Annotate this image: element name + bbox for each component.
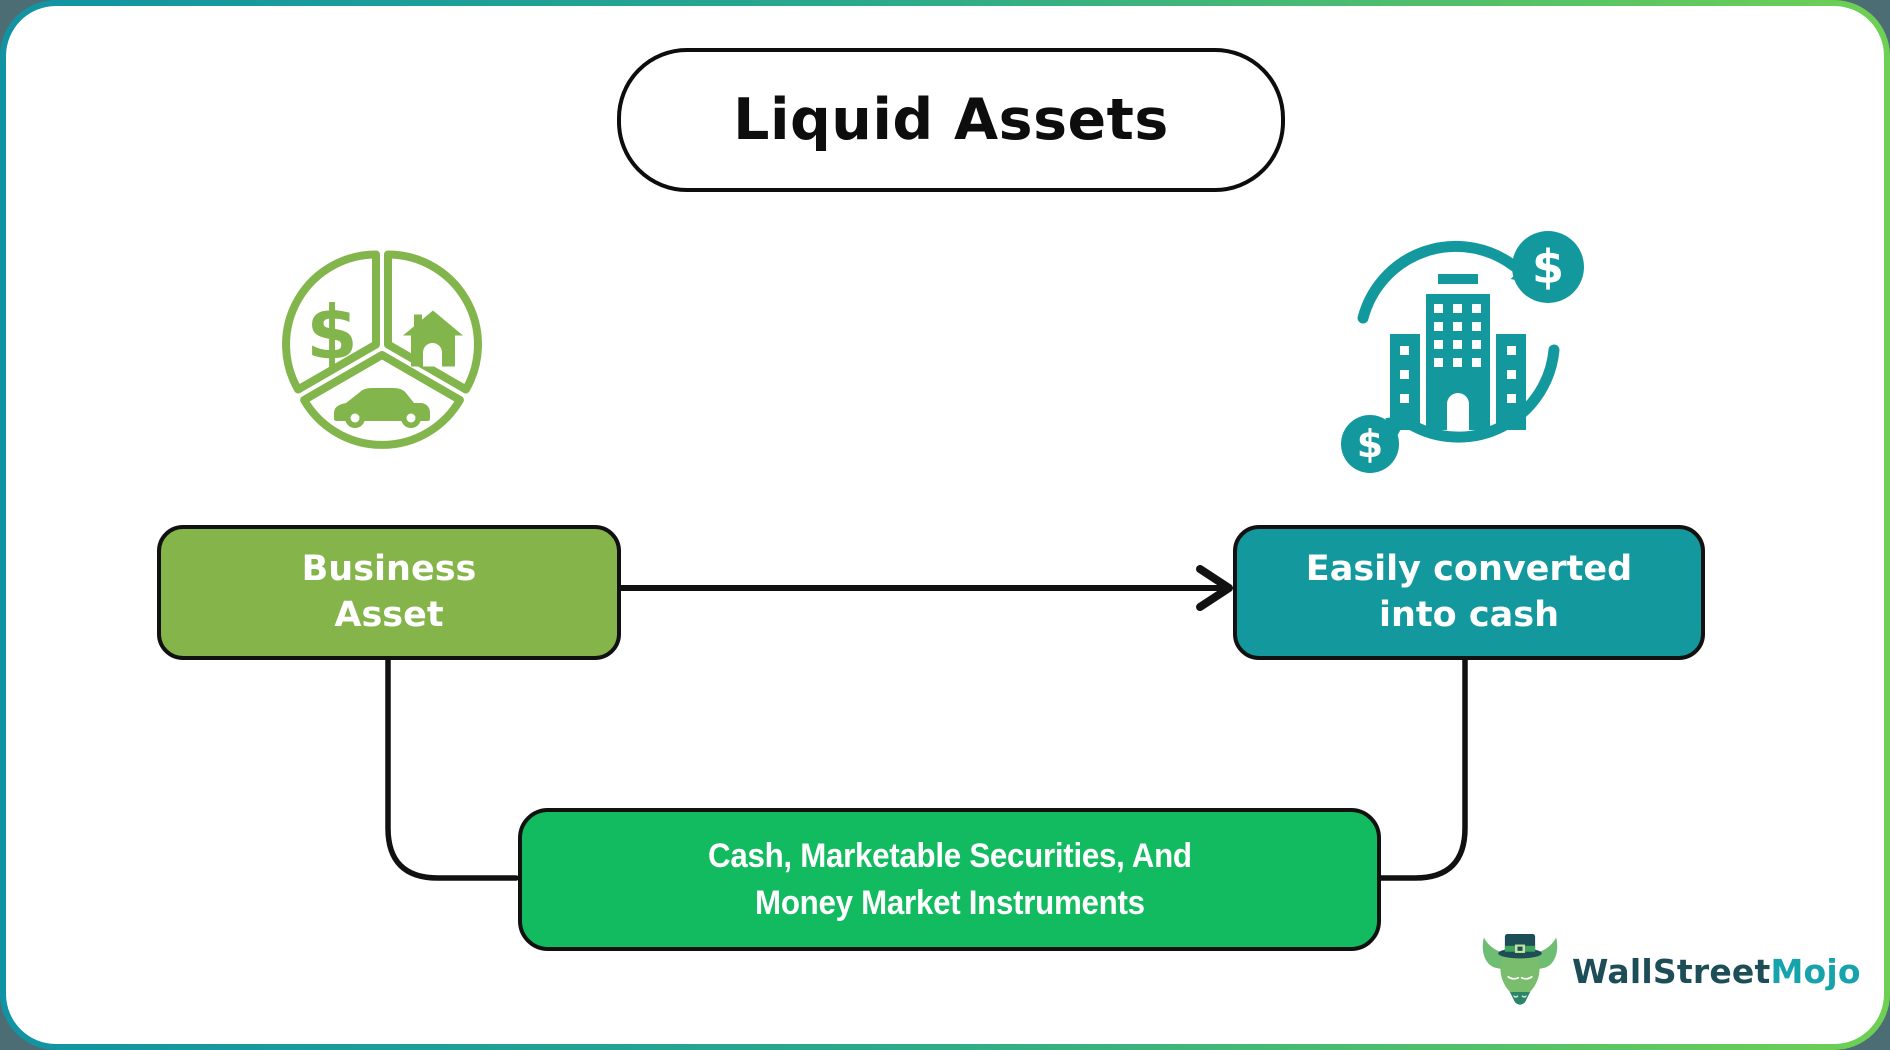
- cash-conversion-icon: $ $: [1341, 231, 1584, 473]
- node-instruments: Cash, Marketable Securities, And Money M…: [518, 808, 1381, 951]
- car-icon: [334, 388, 430, 428]
- dollar-coin-icon: $: [1512, 231, 1584, 303]
- wallstreetmojo-logo: WallStreetMojo: [1478, 928, 1861, 1014]
- building-icon: [1390, 274, 1526, 430]
- node-business-asset: Business Asset: [157, 525, 621, 660]
- diagram-title-pill: Liquid Assets: [617, 48, 1285, 192]
- arrow-head-icon: [1196, 565, 1233, 611]
- brand-name: WallStreetMojo: [1572, 952, 1861, 991]
- node-easily-converted: Easily converted into cash: [1233, 525, 1705, 660]
- dollar-wedge: $: [282, 250, 380, 394]
- right-elbow-connector: [1373, 651, 1468, 881]
- svg-text:$: $: [1532, 240, 1564, 294]
- house-wedge: [384, 250, 482, 394]
- brand-part-mojo: Mojo: [1770, 951, 1861, 991]
- brand-part-wallstreet: WallStreet: [1572, 951, 1771, 991]
- house-icon: [403, 310, 463, 367]
- node-label-line: into cash: [1379, 594, 1559, 635]
- bull-mascot-icon: [1482, 934, 1558, 1005]
- node-label-line: Cash, Marketable Securities, And: [707, 836, 1192, 875]
- node-label-line: Money Market Instruments: [754, 883, 1145, 922]
- node-label-line: Asset: [334, 594, 444, 635]
- svg-text:$: $: [1357, 422, 1383, 466]
- car-wedge: [300, 351, 464, 449]
- dollar-coin-icon: $: [1341, 415, 1399, 473]
- dollar-sign-icon: $: [306, 291, 358, 377]
- node-label-line: Business: [301, 549, 477, 589]
- page-title: Liquid Assets: [733, 87, 1169, 153]
- node-label-line: Easily converted: [1305, 549, 1633, 589]
- left-elbow-connector: [385, 651, 519, 881]
- business-assets-icon: $: [282, 250, 482, 449]
